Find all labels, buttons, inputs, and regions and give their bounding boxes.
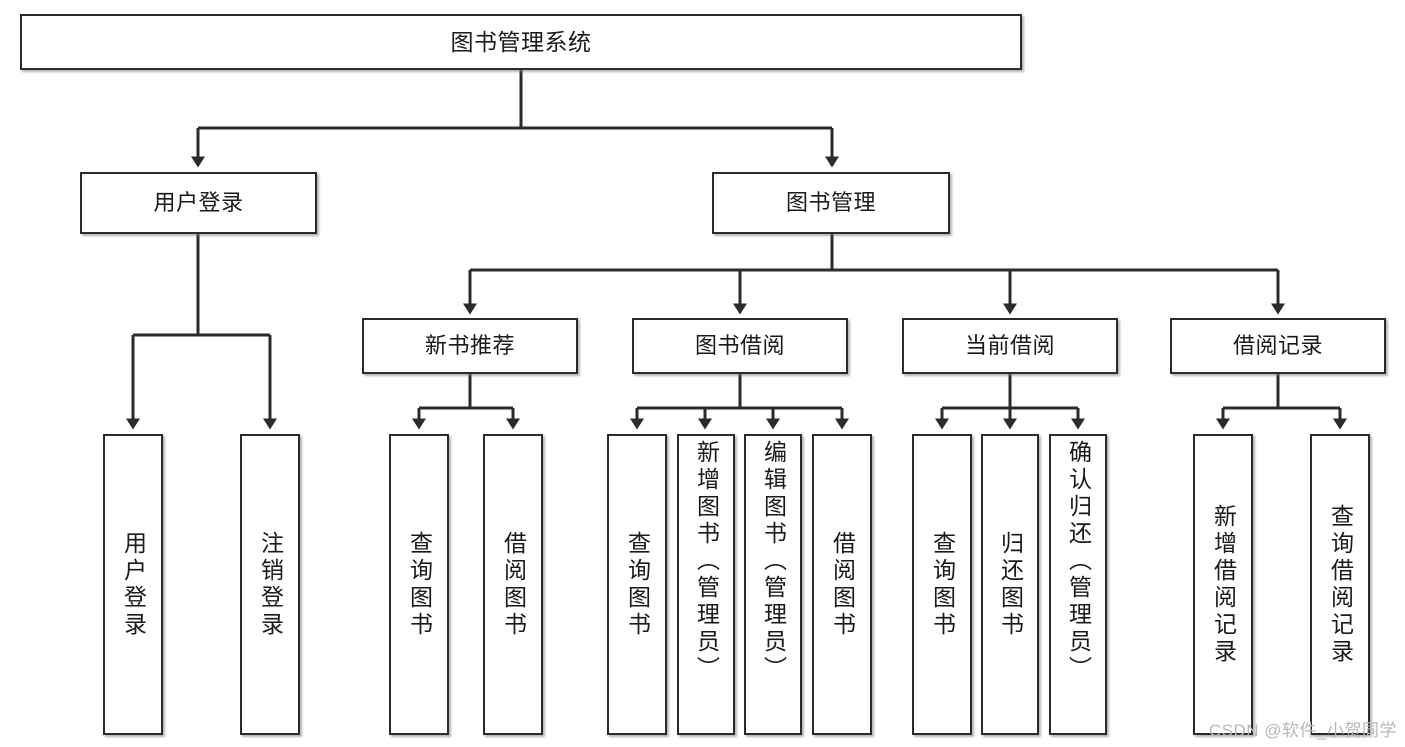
node-leaf-return-book[interactable]: 归还图书 xyxy=(981,434,1039,735)
node-leaf-user-login-label: 用户登录 xyxy=(120,530,147,639)
node-leaf-query-book-1-label: 查询图书 xyxy=(406,530,433,639)
node-leaf-add-book-label: 新增图书（管理员） xyxy=(693,440,720,683)
node-leaf-edit-book-label: 编辑图书（管理员） xyxy=(760,440,787,683)
node-book-management-label: 图书管理 xyxy=(785,190,876,216)
node-book-borrow[interactable]: 图书借阅 xyxy=(632,318,848,374)
node-leaf-add-record-label: 新增借阅记录 xyxy=(1210,503,1237,666)
node-leaf-query-book-3[interactable]: 查询图书 xyxy=(912,434,972,735)
node-root-label: 图书管理系统 xyxy=(450,28,592,55)
node-leaf-return-book-label: 归还图书 xyxy=(997,530,1024,639)
node-leaf-add-book[interactable]: 新增图书（管理员） xyxy=(677,434,735,735)
node-leaf-query-book-2-label: 查询图书 xyxy=(624,530,651,639)
node-current-borrow-label: 当前借阅 xyxy=(964,333,1055,359)
node-user-login-label: 用户登录 xyxy=(153,190,244,216)
node-leaf-borrow-book-1[interactable]: 借阅图书 xyxy=(483,434,543,735)
node-leaf-query-book-2[interactable]: 查询图书 xyxy=(607,434,667,735)
node-root[interactable]: 图书管理系统 xyxy=(20,14,1022,70)
node-leaf-logout-label: 注销登录 xyxy=(257,530,284,639)
node-book-management[interactable]: 图书管理 xyxy=(712,172,950,234)
node-book-borrow-label: 图书借阅 xyxy=(694,333,785,359)
node-leaf-query-book-1[interactable]: 查询图书 xyxy=(389,434,449,735)
node-user-login[interactable]: 用户登录 xyxy=(80,172,317,234)
node-leaf-confirm-return-label: 确认归还（管理员） xyxy=(1065,440,1092,683)
node-leaf-borrow-book-1-label: 借阅图书 xyxy=(500,530,527,639)
node-leaf-query-record-label: 查询借阅记录 xyxy=(1327,503,1354,666)
node-leaf-user-login[interactable]: 用户登录 xyxy=(103,434,163,735)
node-leaf-edit-book[interactable]: 编辑图书（管理员） xyxy=(744,434,802,735)
node-leaf-borrow-book-2[interactable]: 借阅图书 xyxy=(812,434,872,735)
node-leaf-add-record[interactable]: 新增借阅记录 xyxy=(1193,434,1253,735)
node-borrow-record-label: 借阅记录 xyxy=(1232,333,1323,359)
node-leaf-query-record[interactable]: 查询借阅记录 xyxy=(1310,434,1370,735)
node-current-borrow[interactable]: 当前借阅 xyxy=(902,318,1118,374)
node-new-book-recommend-label: 新书推荐 xyxy=(424,333,515,359)
node-leaf-confirm-return[interactable]: 确认归还（管理员） xyxy=(1049,434,1107,735)
node-leaf-query-book-3-label: 查询图书 xyxy=(929,530,956,639)
node-new-book-recommend[interactable]: 新书推荐 xyxy=(362,318,578,374)
node-leaf-borrow-book-2-label: 借阅图书 xyxy=(829,530,856,639)
node-leaf-logout[interactable]: 注销登录 xyxy=(240,434,300,735)
csdn-watermark: CSDN @软件_小贺同学 xyxy=(1208,721,1397,740)
node-borrow-record[interactable]: 借阅记录 xyxy=(1170,318,1386,374)
